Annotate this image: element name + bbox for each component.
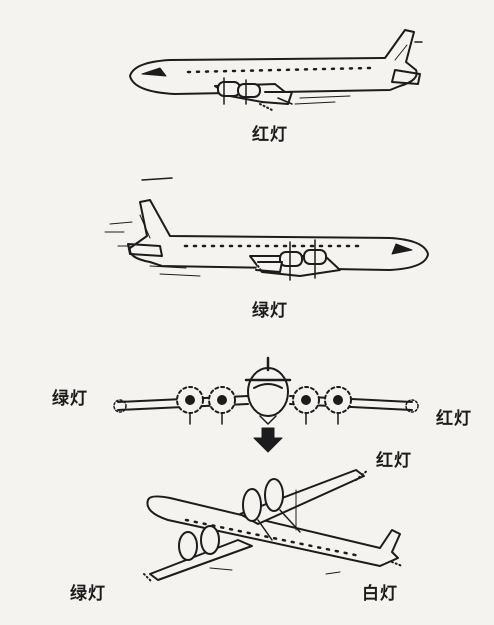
front-view-right-light-label: 红灯 (436, 409, 472, 429)
perspective-tail-light-label: 白灯 (362, 584, 398, 604)
airplane-perspective-view (143, 469, 403, 583)
airplane-side-view-nose-left (129, 29, 423, 111)
side-view-2-light-label: 绿灯 (252, 301, 288, 321)
front-view-left-light-label: 绿灯 (52, 389, 88, 409)
airplane-side-view-nose-right (104, 177, 429, 281)
airplane-front-view (113, 356, 419, 425)
down-arrow-icon (253, 427, 283, 453)
perspective-right-wing-light-label: 红灯 (376, 451, 412, 471)
side-view-1-light-label: 红灯 (252, 125, 288, 145)
perspective-left-wing-light-label: 绿灯 (70, 584, 106, 604)
